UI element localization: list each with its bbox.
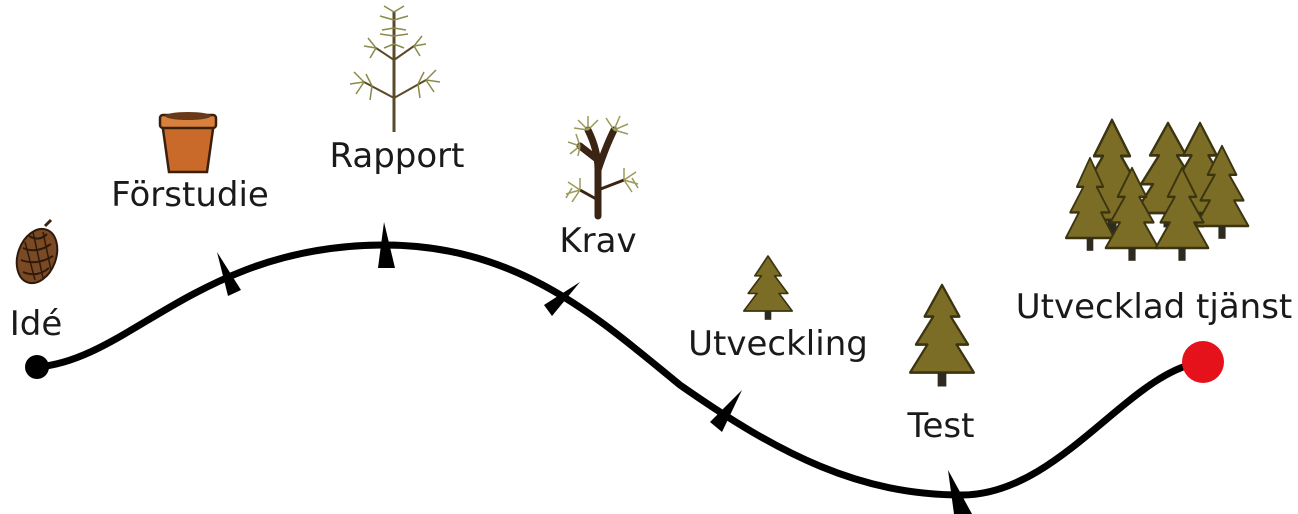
start-dot (25, 355, 49, 379)
direction-marker (710, 390, 742, 432)
stage-label-ide: Idé (9, 304, 63, 344)
stage-label-rapport: Rapport (329, 136, 465, 176)
stage-label-forstudie: Förstudie (111, 175, 269, 215)
spruce-forest-icon (1064, 118, 1250, 262)
end-dot (1182, 341, 1224, 383)
flower-pot-icon (158, 112, 218, 174)
direction-marker (544, 282, 580, 316)
stage-label-utvecklad: Utvecklad tjänst (1015, 287, 1293, 327)
small-spruce-icon (742, 255, 794, 321)
young-pine-icon (565, 115, 639, 220)
direction-marker (217, 252, 241, 296)
direction-marker (378, 222, 395, 268)
timeline-path (33, 241, 1207, 499)
spruce-tree-icon (908, 283, 976, 388)
stage-label-utveckling: Utveckling (688, 324, 868, 364)
direction-marker (948, 470, 972, 514)
stage-label-test: Test (907, 406, 975, 446)
pine-seedling-icon (349, 5, 441, 132)
stage-label-krav: Krav (559, 221, 637, 261)
pine-cone-icon (15, 218, 59, 285)
